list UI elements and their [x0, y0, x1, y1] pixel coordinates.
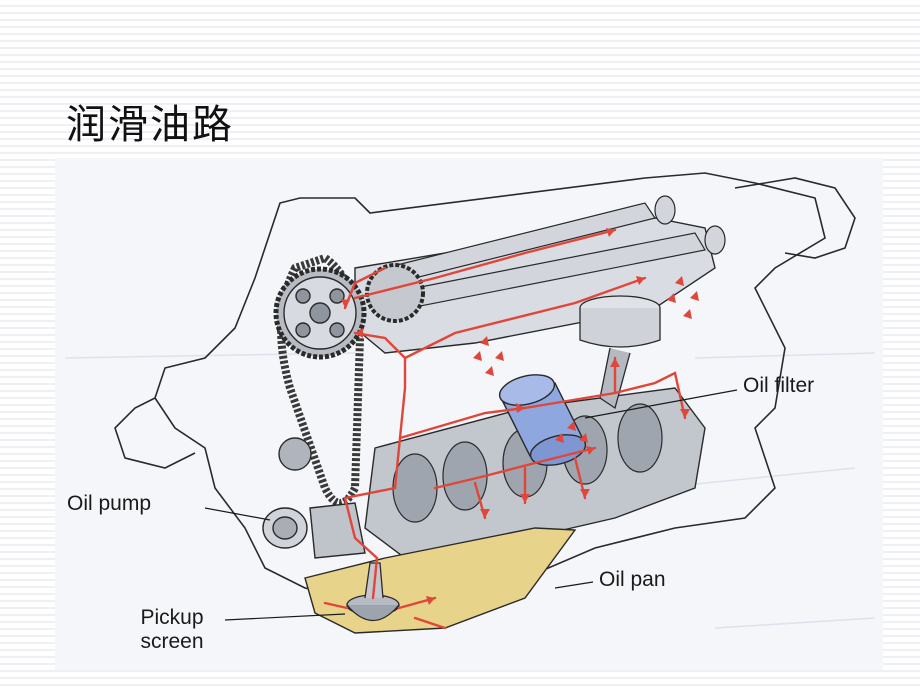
engine-diagram — [64, 172, 876, 634]
idler-pulley — [278, 437, 312, 471]
label-pickup-line1: Pickup — [140, 606, 204, 629]
engine-block-outline — [114, 172, 856, 599]
leader-lines — [204, 389, 738, 621]
crankshaft — [392, 403, 663, 523]
label-pickup-screen: Pickup screen — [117, 606, 227, 654]
label-oil-pump: Oil pump — [67, 492, 152, 515]
cam-gear — [273, 263, 425, 360]
oil-pump-body — [262, 502, 366, 559]
slide-title: 润滑油路 — [66, 102, 234, 148]
label-oil-filter: Oil filter — [743, 374, 815, 397]
flow-arrowheads — [341, 228, 690, 605]
label-pickup-line2: screen — [140, 630, 204, 654]
oil-flow-paths — [323, 228, 687, 630]
label-oil-pan: Oil pan — [599, 568, 666, 591]
engine-lubrication-figure: Oil filter Oil pump Oil pan Pickup scree… — [55, 158, 883, 670]
oil-spray-marks — [473, 276, 699, 443]
piston — [579, 295, 661, 410]
